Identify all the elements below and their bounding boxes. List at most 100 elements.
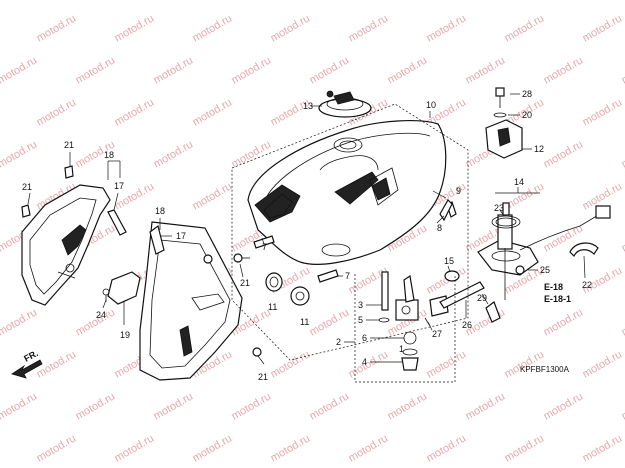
watermark-text: motod.ru [425, 432, 469, 464]
bolt-21-center [203, 253, 250, 264]
watermark-text: motod.ru [464, 390, 508, 422]
watermark-text: motod.ru [503, 432, 547, 464]
watermark-text: motod.ru [308, 54, 352, 86]
watermark-text: motod.ru [581, 348, 625, 380]
watermark-text: motod.ru [35, 12, 79, 44]
callout-22: 22 [582, 280, 592, 290]
watermark-text: motod.ru [620, 222, 625, 254]
watermark-text: motod.ru [308, 306, 352, 338]
callout-1: 1 [399, 344, 404, 354]
callout-3: 3 [358, 300, 363, 310]
callout-18-left: 18 [104, 150, 114, 160]
callout-2: 2 [336, 337, 341, 347]
callout-18-center: 18 [155, 206, 165, 216]
bolt-21-lower [252, 347, 262, 357]
watermark-text: motod.ru [464, 54, 508, 86]
watermark-text: motod.ru [113, 12, 157, 44]
diagram-code: KPFBF1300A [520, 365, 570, 374]
callout-7-upper: 7 [262, 242, 267, 252]
watermark-text: motod.ru [581, 96, 625, 128]
front-direction-arrow-icon [11, 359, 43, 379]
o-ring-5 [378, 317, 390, 323]
watermark-text: motod.ru [620, 0, 625, 3]
watermark-text: motod.ru [620, 306, 625, 338]
callout-29: 29 [477, 293, 487, 303]
watermark-text: motod.ru [347, 348, 391, 380]
rubber-cushion-8 [439, 199, 453, 222]
watermark-text: motod.ru [0, 138, 39, 170]
leader-lines [27, 93, 586, 365]
watermark-text: motod.ru [308, 390, 352, 422]
watermark-text: motod.ru [464, 0, 508, 3]
sensor-12 [485, 119, 523, 159]
watermark-text: motod.ru [581, 12, 625, 44]
fuel-filler-cap [318, 90, 372, 118]
side-cover-inner-bracket [107, 209, 127, 236]
callout-21-left: 21 [22, 182, 32, 192]
watermark-text: motod.ru [620, 138, 625, 170]
watermark-text: motod.ru [191, 180, 235, 212]
watermark-text: motod.ru [152, 0, 196, 3]
watermark-text: motod.ru [620, 54, 625, 86]
watermark-text: motod.ru [347, 432, 391, 464]
watermark-text: motod.ru [191, 432, 235, 464]
watermark-text: motod.ru [35, 96, 79, 128]
fuel-hose-16 [439, 281, 485, 309]
watermark-text: motod.ru [74, 54, 118, 86]
callout-14: 14 [514, 177, 524, 187]
callout-7-lower: 7 [345, 271, 350, 281]
rubber-damper-11b [290, 286, 310, 306]
watermark-text: motod.ru [581, 432, 625, 464]
watermark-text: motod.ru [386, 0, 430, 3]
watermark-text: motod.ru [152, 390, 196, 422]
watermark-text: motod.ru [74, 390, 118, 422]
callout-21-center: 21 [240, 278, 250, 288]
watermark-text: motod.ru [542, 54, 586, 86]
watermark-text: motod.ru [74, 0, 118, 3]
watermark-text: motod.ru [620, 390, 625, 422]
watermark-text: motod.ru [230, 390, 274, 422]
watermark-text: motod.ru [425, 12, 469, 44]
watermark-text: motod.ru [0, 306, 39, 338]
watermark-text: motod.ru [542, 306, 586, 338]
callout-19: 19 [120, 330, 130, 340]
callout-20: 20 [522, 110, 532, 120]
callout-6: 6 [362, 333, 367, 343]
callout-9: 9 [456, 186, 461, 196]
callout-11-right: 11 [300, 317, 309, 327]
watermark-text: motod.ru [308, 0, 352, 3]
o-ring-6 [403, 331, 417, 345]
callout-24: 24 [96, 310, 106, 320]
callout-15: 15 [444, 256, 454, 266]
callout-21-top: 21 [64, 140, 74, 150]
ref-e-18-1: E-18-1 [544, 294, 571, 304]
callout-21-bottom: 21 [258, 372, 268, 382]
watermark-text: motod.ru [230, 0, 274, 3]
watermark-text: motod.ru [230, 54, 274, 86]
tank-cushion-7b [317, 269, 339, 283]
watermark-text: motod.ru [191, 12, 235, 44]
callout-28: 28 [522, 89, 532, 99]
callout-17-center: 17 [176, 231, 186, 241]
washer-20 [493, 112, 507, 118]
nut-15 [444, 270, 460, 282]
callout-26: 26 [462, 320, 472, 330]
watermark-text: motod.ru [386, 54, 430, 86]
callout-23: 23 [494, 203, 504, 213]
watermark-text: motod.ru [386, 390, 430, 422]
callout-25: 25 [540, 265, 550, 275]
watermark-text: motod.ru [152, 54, 196, 86]
watermark-text: motod.ru [0, 0, 39, 3]
rubber-grommet-left [21, 165, 74, 218]
watermark-text: motod.ru [191, 96, 235, 128]
watermark-text: motod.ru [542, 390, 586, 422]
callout-10: 10 [426, 100, 436, 110]
watermark-text: motod.ru [152, 138, 196, 170]
watermark-text: motod.ru [503, 12, 547, 44]
cover-emblem-19 [107, 271, 141, 305]
bolt-28 [495, 87, 505, 108]
watermark-text: motod.ru [269, 12, 313, 44]
watermark-text: motod.ru [0, 54, 39, 86]
fuel-pump-unit [477, 202, 611, 323]
